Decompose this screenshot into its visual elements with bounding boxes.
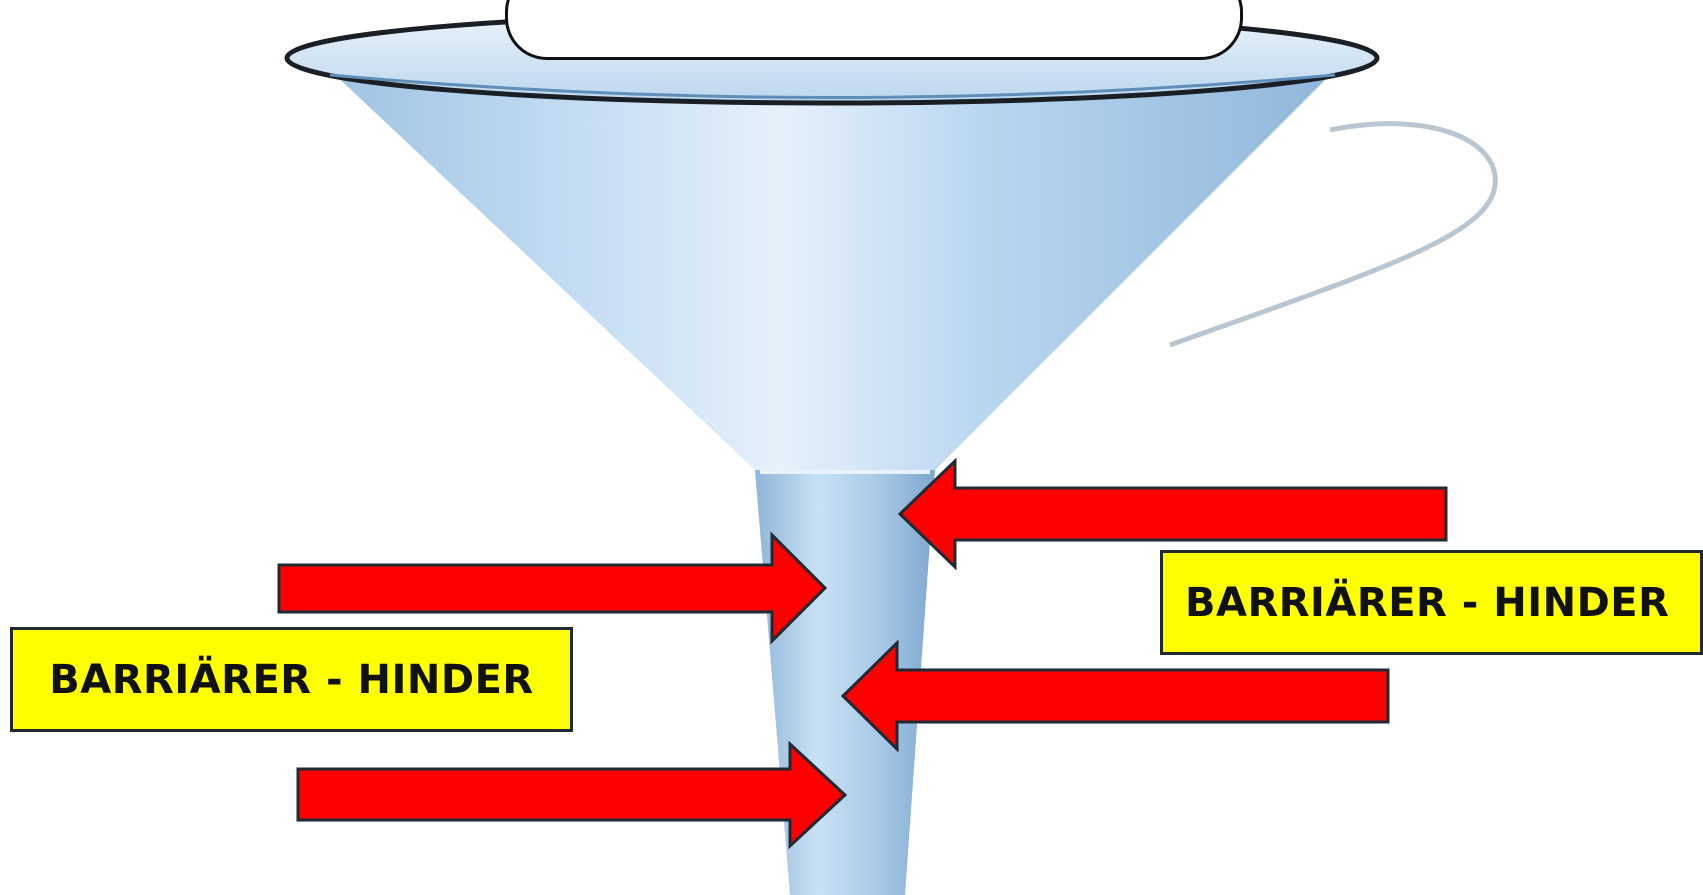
funnel-cone: [330, 70, 1335, 470]
top-text-box: [505, 0, 1243, 60]
barrier-label-left: BARRIÄRER - HINDER: [10, 627, 573, 732]
arrow-left-icon: [843, 643, 1388, 749]
arrow-right-icon: [298, 744, 845, 846]
barrier-label-right: BARRIÄRER - HINDER: [1160, 550, 1703, 655]
arrow-right-icon: [279, 535, 825, 641]
